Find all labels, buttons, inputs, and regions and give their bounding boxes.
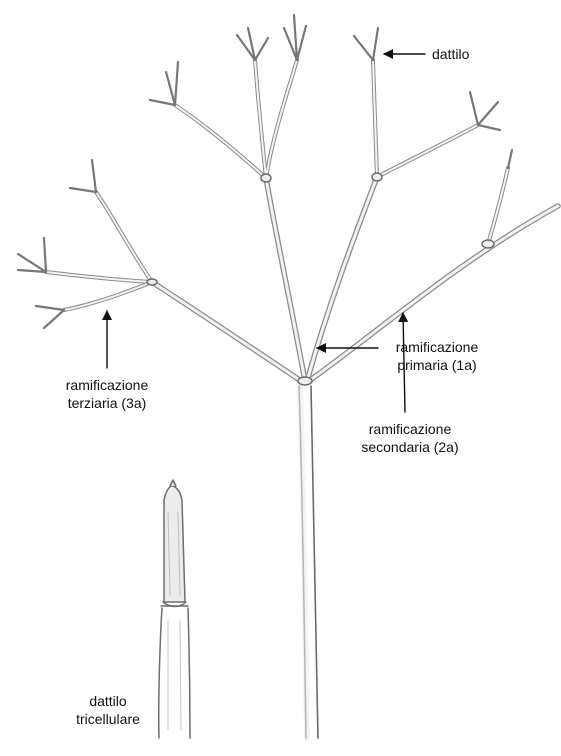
tertiary-branches (46, 60, 508, 310)
tertiary-branches-core (46, 60, 508, 310)
label-secondaria-line2: secondaria (2a) (347, 438, 473, 456)
label-primaria: ramificazione primaria (1a) (378, 338, 496, 374)
label-dattilo: dattilo (432, 45, 469, 63)
label-terziaria-line2: terziaria (3a) (52, 394, 162, 412)
label-primaria-line1: ramificazione (378, 338, 496, 356)
primary-axis (299, 386, 318, 738)
label-secondaria-line1: ramificazione (347, 420, 473, 438)
label-terziaria: ramificazione terziaria (3a) (52, 376, 162, 412)
tricellular-dactyl (159, 480, 190, 738)
label-tricellulare-line1: dattilo (56, 692, 160, 710)
label-primaria-line2: primaria (1a) (378, 356, 496, 374)
label-terziaria-line1: ramificazione (52, 376, 162, 394)
label-tricellulare-line2: tricellulare (56, 710, 160, 728)
label-dattilo-line: dattilo (432, 45, 469, 63)
label-tricellulare: dattilo tricellulare (56, 692, 160, 728)
label-secondaria: ramificazione secondaria (2a) (347, 420, 473, 456)
